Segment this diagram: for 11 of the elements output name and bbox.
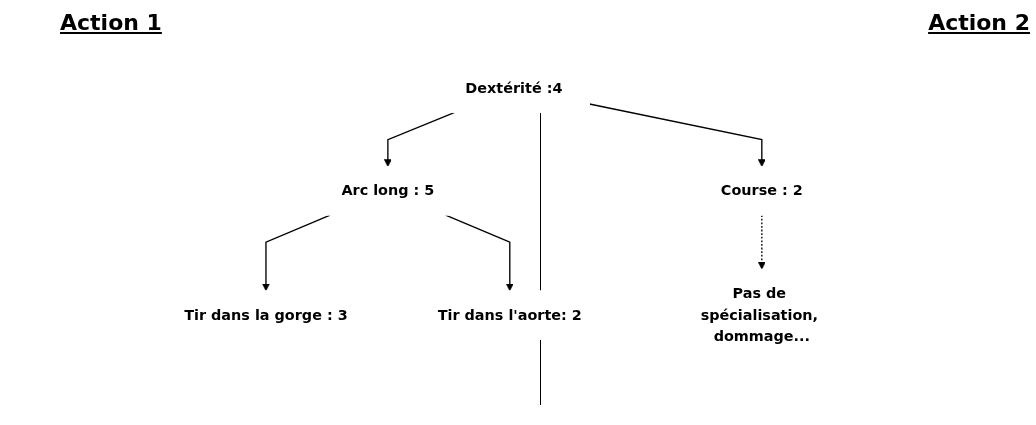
section-heading: Action 1 — [60, 10, 162, 35]
section-heading: Action 2 — [928, 10, 1030, 35]
node-text: Tir dans l'aorte: 2 — [437, 306, 582, 324]
node-text: Course : 2 — [720, 181, 803, 199]
node-text: Tir dans la gorge : 3 — [184, 306, 348, 324]
node-text: Dextérité :4 — [465, 79, 563, 97]
arrow — [262, 214, 331, 292]
arrow — [383, 111, 455, 167]
node-text: Pas de spécialisation, dommage... — [700, 284, 819, 345]
arrow — [588, 103, 766, 167]
node-text: Arc long : 5 — [341, 181, 435, 199]
